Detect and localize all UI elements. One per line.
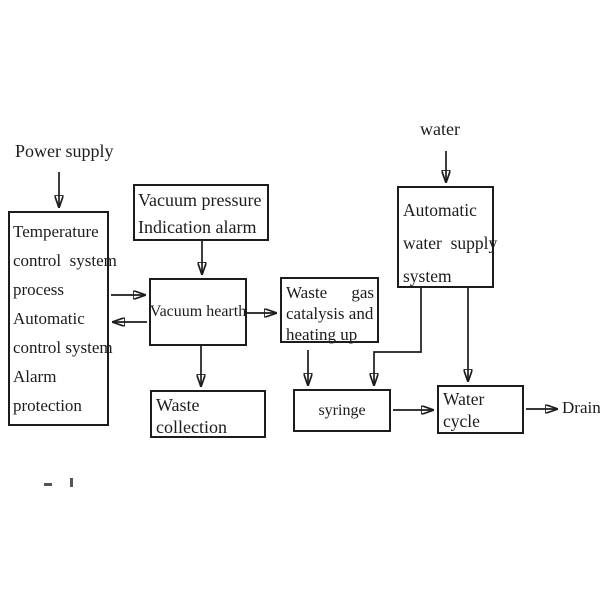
node-text-line: Water bbox=[443, 389, 485, 409]
node-text-line: collection bbox=[156, 417, 227, 437]
arrow-water-supply-to-syringe bbox=[374, 288, 422, 385]
node-text-line: control system bbox=[13, 338, 113, 357]
node-text-line: Indication alarm bbox=[138, 217, 257, 237]
node-text-line: Waste gas bbox=[286, 282, 374, 303]
vacuum-hearth-box: Vacuum hearth bbox=[149, 278, 247, 346]
node-text-line: catalysis and bbox=[286, 304, 374, 323]
waste-collection-box: Waste collection bbox=[150, 390, 266, 438]
node-text-line: syringe bbox=[318, 401, 366, 419]
power-supply-label: Power supply bbox=[15, 141, 114, 161]
node-text-line: protection bbox=[13, 396, 82, 415]
node-text-line: Automatic bbox=[403, 200, 477, 220]
temperature-control-system-box: Temperature control system process Autom… bbox=[8, 211, 117, 426]
node-text-line: water supply bbox=[403, 233, 498, 253]
node-text-line: Temperature bbox=[13, 222, 99, 241]
node-text-line: Vacuum pressure bbox=[138, 190, 262, 210]
node-text-line: Vacuum hearth bbox=[149, 303, 247, 320]
node-text-word: Waste bbox=[286, 283, 328, 302]
node-text-line: process bbox=[13, 280, 64, 299]
node-text-line: Alarm bbox=[13, 367, 57, 386]
node-text-line: Waste bbox=[156, 395, 200, 415]
node-text-line: heating up bbox=[286, 325, 358, 344]
water-label: water bbox=[420, 119, 460, 139]
vacuum-pressure-indication-alarm-box: Vacuum pressure Indication alarm bbox=[133, 184, 269, 241]
node-text-line: system bbox=[403, 266, 452, 286]
drain-label: Drain bbox=[562, 398, 600, 417]
automatic-water-supply-system-box: Automatic water supply system bbox=[397, 186, 498, 288]
cropped-artifact-mark bbox=[70, 478, 73, 487]
waste-gas-catalysis-box: Waste gas catalysis and heating up bbox=[280, 277, 379, 344]
water-cycle-box: Water cycle bbox=[437, 385, 524, 434]
node-text-line: Automatic bbox=[13, 309, 85, 328]
node-text-line: cycle bbox=[443, 411, 480, 431]
node-text-line: control system bbox=[13, 251, 117, 270]
node-text-word: gas bbox=[351, 283, 374, 302]
cropped-artifact-mark bbox=[44, 483, 52, 486]
syringe-box: syringe bbox=[293, 389, 391, 432]
